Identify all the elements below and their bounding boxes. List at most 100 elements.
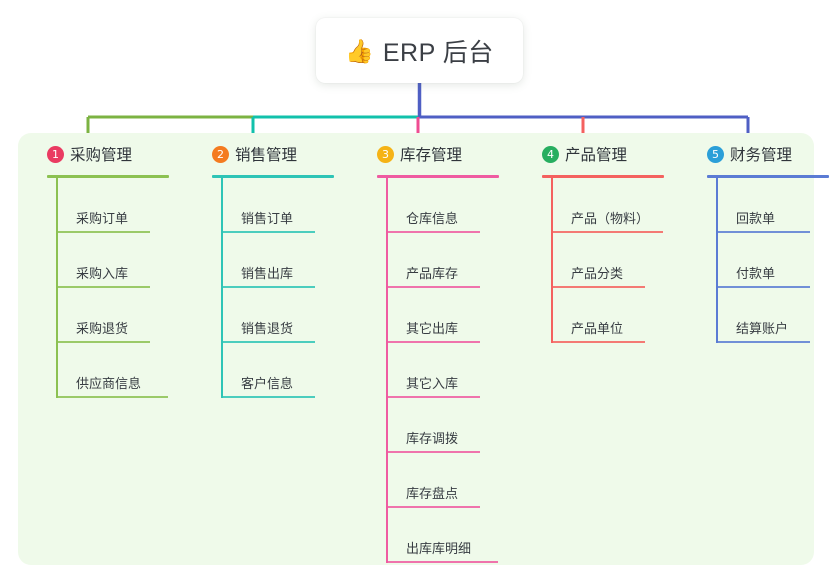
column-spine: [386, 178, 388, 563]
column-badge: 3: [377, 145, 394, 163]
column-title: 库存管理: [400, 147, 463, 164]
leaf-rule: [56, 286, 150, 288]
leaf-rule: [221, 231, 315, 233]
page-title: ERP 后台: [382, 38, 494, 67]
column-rule: [377, 175, 499, 178]
leaf-item[interactable]: 出库库明细: [386, 508, 498, 563]
column-title: 采购管理: [70, 147, 133, 164]
leaf-rule: [716, 286, 810, 288]
column-badge: 1: [47, 145, 64, 163]
leaf-item-label: 销售订单: [241, 211, 294, 226]
leaf-item-label: 供应商信息: [76, 376, 142, 391]
leaf-item-label: 产品（物料）: [571, 211, 650, 226]
leaf-item[interactable]: 仓库信息: [386, 178, 480, 233]
leaf-rule: [221, 341, 315, 343]
leaf-rule: [221, 396, 315, 398]
leaf-rule: [386, 451, 480, 453]
leaf-rule: [551, 286, 645, 288]
leaf-item[interactable]: 客户信息: [221, 343, 315, 398]
leaf-rule: [56, 396, 168, 398]
leaf-item[interactable]: 其它出库: [386, 288, 480, 343]
column-rule: [542, 175, 664, 178]
leaf-item-label: 产品单位: [571, 321, 624, 336]
leaf-item-label: 回款单: [736, 211, 776, 226]
leaf-item-label: 出库库明细: [406, 541, 472, 556]
leaf-item[interactable]: 产品（物料）: [551, 178, 663, 233]
leaf-item-label: 销售退货: [241, 321, 294, 336]
leaf-item[interactable]: 销售订单: [221, 178, 315, 233]
leaf-rule: [56, 341, 150, 343]
column-spine: [56, 178, 58, 398]
leaf-item[interactable]: 销售出库: [221, 233, 315, 288]
leaf-rule: [386, 231, 480, 233]
leaf-rule: [386, 506, 480, 508]
column-rule: [47, 175, 169, 178]
column-3: 3 库存管理仓库信息产品库存其它出库其它入库库存调拨库存盘点出库库明细: [355, 133, 520, 563]
leaf-item-label: 产品分类: [571, 266, 624, 281]
leaf-rule: [386, 396, 480, 398]
leaf-item[interactable]: 采购退货: [56, 288, 150, 343]
column-title: 财务管理: [730, 147, 793, 164]
leaf-item-label: 客户信息: [241, 376, 294, 391]
leaf-rule: [551, 341, 645, 343]
column-1: 1 采购管理采购订单采购入库采购退货供应商信息: [25, 133, 190, 398]
column-badge: 4: [542, 145, 559, 163]
column-4: 4 产品管理产品（物料） 产品分类产品单位: [520, 133, 685, 343]
leaf-rule: [386, 341, 480, 343]
leaf-item-label: 产品库存: [406, 266, 459, 281]
leaf-list: 采购订单采购入库采购退货供应商信息: [56, 178, 190, 398]
root-node[interactable]: 👍 ERP 后台: [316, 18, 523, 83]
leaf-rule: [716, 341, 810, 343]
leaf-item-label: 销售出库: [241, 266, 294, 281]
leaf-item[interactable]: 其它入库: [386, 343, 480, 398]
leaf-item[interactable]: 付款单: [716, 233, 810, 288]
leaf-item[interactable]: 销售退货: [221, 288, 315, 343]
leaf-item-label: 库存调拨: [406, 431, 459, 446]
leaf-item[interactable]: 结算账户: [716, 288, 810, 343]
column-header-4[interactable]: 4 产品管理: [520, 133, 685, 175]
column-badge: 2: [212, 145, 229, 163]
leaf-item-label: 仓库信息: [406, 211, 459, 226]
leaf-rule: [716, 231, 810, 233]
leaf-rule: [386, 286, 480, 288]
leaf-item[interactable]: 库存调拨: [386, 398, 480, 453]
column-badge: 5: [707, 145, 724, 163]
column-5: 5 财务管理回款单付款单结算账户: [685, 133, 839, 343]
leaf-item-label: 付款单: [736, 266, 776, 281]
leaf-item[interactable]: 采购订单: [56, 178, 150, 233]
leaf-item[interactable]: 采购入库: [56, 233, 150, 288]
leaf-rule: [551, 231, 663, 233]
leaf-list: 产品（物料） 产品分类产品单位: [551, 178, 685, 343]
leaf-item-label: 采购入库: [76, 266, 129, 281]
leaf-item[interactable]: 回款单: [716, 178, 810, 233]
leaf-item[interactable]: 库存盘点: [386, 453, 480, 508]
column-header-1[interactable]: 1 采购管理: [25, 133, 190, 175]
leaf-item[interactable]: 产品分类: [551, 233, 645, 288]
leaf-item-label: 采购退货: [76, 321, 129, 336]
column-spine: [716, 178, 718, 343]
column-spine: [221, 178, 223, 398]
leaf-item[interactable]: 供应商信息: [56, 343, 168, 398]
leaf-item-label: 其它出库: [406, 321, 459, 336]
leaf-item[interactable]: 产品单位: [551, 288, 645, 343]
leaf-list: 销售订单销售出库销售退货客户信息: [221, 178, 355, 398]
leaf-item-label: 采购订单: [76, 211, 129, 226]
column-rule: [707, 175, 829, 178]
leaf-item-label: 结算账户: [736, 321, 789, 336]
leaf-list: 仓库信息产品库存其它出库其它入库库存调拨库存盘点出库库明细: [386, 178, 520, 563]
column-header-3[interactable]: 3 库存管理: [355, 133, 520, 175]
column-header-5[interactable]: 5 财务管理: [685, 133, 839, 175]
leaf-item[interactable]: 产品库存: [386, 233, 480, 288]
column-spine: [551, 178, 553, 343]
leaf-item-label: 其它入库: [406, 376, 459, 391]
column-title: 产品管理: [565, 147, 628, 164]
thumbs-up-icon: 👍: [345, 38, 374, 64]
leaf-list: 回款单付款单结算账户: [716, 178, 839, 343]
leaf-rule: [56, 231, 150, 233]
leaf-rule: [221, 286, 315, 288]
leaf-item-label: 库存盘点: [406, 486, 459, 501]
content-panel: [18, 133, 814, 565]
